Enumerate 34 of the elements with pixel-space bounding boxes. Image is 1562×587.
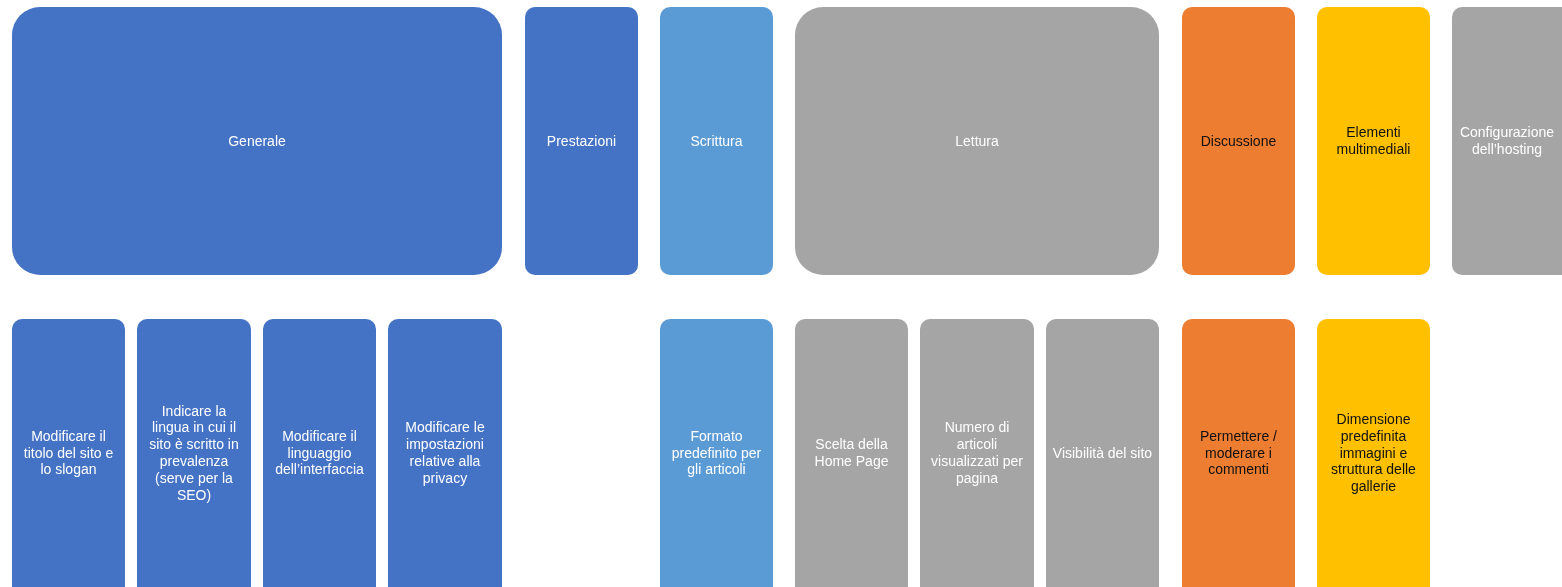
category-box [660,7,773,275]
box-label: Generale [228,132,286,150]
box-label: Permettere / moderare i commenti [1199,427,1278,479]
box-label: Discussione [1200,132,1277,150]
box-label: Prestazioni [546,132,617,150]
setting-box [920,319,1034,587]
box-label: Visibilità del sito [1052,444,1153,462]
box-label: Dimensione predefinita immagini e struttura delle gallerie [1330,411,1417,495]
setting-box [12,319,125,587]
box-label: Modificare le impostazioni relative alla privacy [404,419,486,487]
category-box [1452,7,1562,275]
setting-box [1046,319,1159,587]
category-box [525,7,638,275]
box-label: Formato predefinito per gli articoli [670,427,763,479]
box-label: Lettura [955,132,999,150]
category-box [12,7,502,275]
setting-box [388,319,502,587]
box-label: Configurazione dell’hosting [1458,124,1556,158]
box-label: Modificare il linguaggio dell’interfaccia [274,427,365,479]
category-box [795,7,1159,275]
box-label: Elementi multimediali [1335,124,1412,158]
setting-box [1317,319,1430,587]
setting-box [263,319,376,587]
box-label: Numero di articoli visualizzati per pagina [930,419,1024,487]
category-box [1182,7,1295,275]
box-label: Indicare la lingua in cui il sito è scritto in prevalenza (serve per la SEO) [148,402,240,504]
box-label: Scrittura [690,132,743,150]
box-label: Scelta della Home Page [813,436,890,470]
box-label: Modificare il titolo del sito e lo slogan [22,427,115,479]
setting-box [795,319,908,587]
setting-box [660,319,773,587]
setting-box [137,319,251,587]
category-box [1317,7,1430,275]
setting-box [1182,319,1295,587]
